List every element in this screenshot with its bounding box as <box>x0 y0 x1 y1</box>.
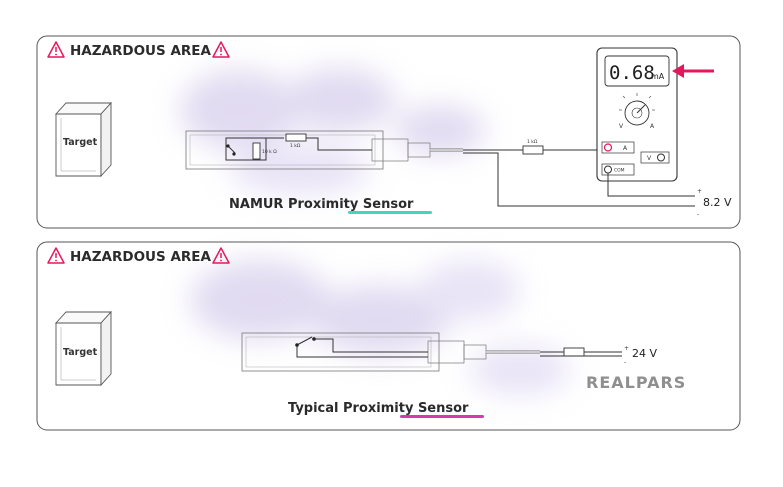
dial-label-v: V <box>619 123 624 130</box>
caption-underline-bottom <box>400 415 484 418</box>
meter-display <box>604 55 670 87</box>
hazard-label-top: HAZARDOUS AREA <box>70 43 212 59</box>
target-label-bottom: Target <box>63 347 98 358</box>
caption-top: NAMUR Proximity Sensor <box>229 197 414 212</box>
resistor-1k-line <box>522 145 544 155</box>
resistor-label-line: 1 kΩ <box>527 139 538 145</box>
supply-voltage-bottom: 24 V <box>632 347 657 360</box>
top-panel: HAZARDOUS AREA Target 1 kΩ <box>36 35 741 229</box>
target-label-top: Target <box>63 137 98 148</box>
warning-triangle-icon <box>47 41 65 58</box>
resistor-label-sensor: 1 kΩ <box>290 143 301 149</box>
resistor-bottom <box>563 347 585 357</box>
multimeter: 0.68 mA V A A V COM <box>596 47 678 182</box>
warning-triangle-icon <box>47 247 65 264</box>
jack-a <box>603 143 613 152</box>
top-haze <box>180 68 485 195</box>
resistor-label-internal: 10 k Ω <box>262 149 277 155</box>
warning-triangle-icon <box>212 247 230 264</box>
hazard-label-bottom: HAZARDOUS AREA <box>70 249 212 265</box>
supply-voltage-top: 8.2 V <box>703 196 732 209</box>
target-box-bottom: Target <box>54 310 113 387</box>
brand-logo: REALPARS <box>586 373 686 392</box>
jack-v <box>657 153 665 162</box>
caption-underline-top <box>348 211 432 214</box>
namur-sensor: 1 kΩ 10 k Ω <box>185 130 463 170</box>
target-box-top: Target <box>54 101 113 178</box>
meter-reading: 0.68 <box>609 62 655 84</box>
warning-triangle-icon <box>212 41 230 58</box>
meter-unit: mA <box>651 72 665 81</box>
arrow-pointer-icon <box>672 64 714 78</box>
supply-minus-top: - <box>697 211 699 218</box>
jack-com-label: COM <box>614 168 625 174</box>
resistor-1k-sensor <box>285 133 307 142</box>
jack-a-label: A <box>623 145 628 152</box>
supply-plus-bottom: + <box>624 345 629 352</box>
supply-plus-top: + <box>697 188 702 195</box>
typical-sensor <box>241 332 540 372</box>
resistor-10k-internal <box>252 142 261 160</box>
bottom-panel: HAZARDOUS AREA Target <box>36 241 741 431</box>
jack-com <box>604 165 612 174</box>
caption-bottom: Typical Proximity Sensor <box>288 401 469 416</box>
meter-dial-icon <box>619 93 655 126</box>
supply-minus-bottom: - <box>624 359 626 366</box>
bottom-haze <box>190 260 570 395</box>
dial-label-a: A <box>650 123 655 130</box>
jack-v-label: V <box>647 155 652 162</box>
